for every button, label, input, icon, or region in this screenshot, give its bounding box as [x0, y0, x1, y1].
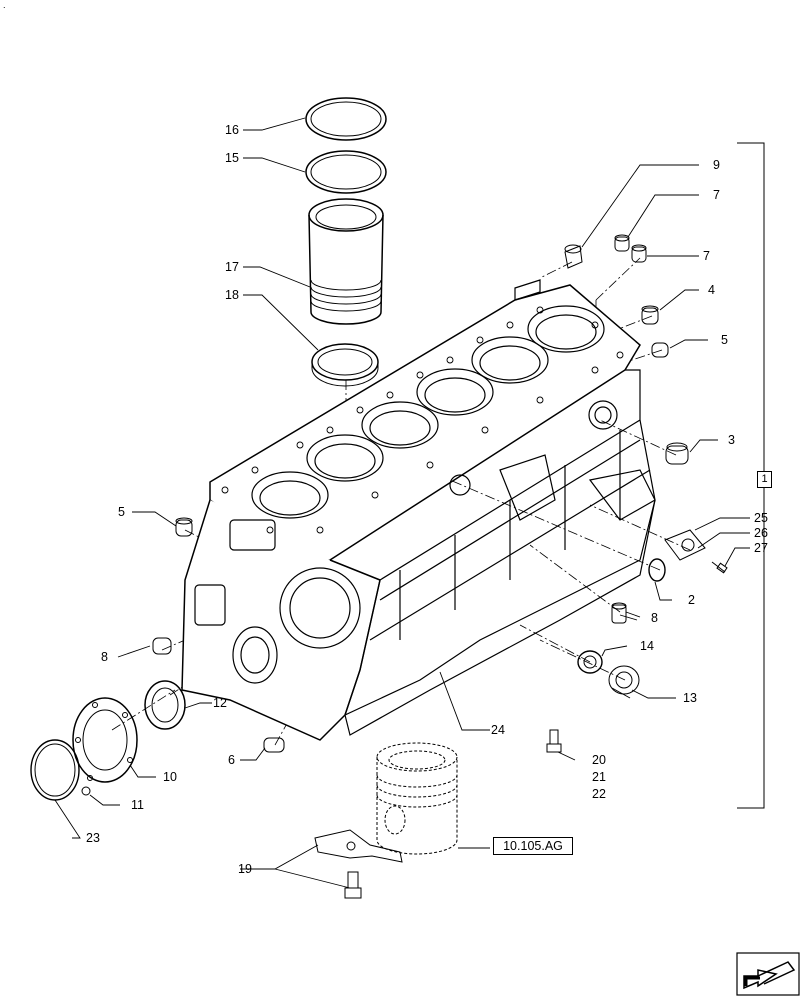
callout-16[interactable]: 16 [225, 123, 239, 137]
seal-ring-16 [305, 97, 387, 141]
callout-17[interactable]: 17 [225, 260, 239, 274]
callout-15[interactable]: 15 [225, 151, 239, 165]
oil-nozzle-19 [314, 829, 403, 899]
callout-21[interactable]: 21 [592, 770, 606, 784]
callout-5-right[interactable]: 5 [721, 333, 728, 347]
rear-cover-10 [72, 697, 138, 783]
plug-4 [641, 305, 659, 325]
seal-12 [144, 680, 186, 730]
plug-5-right [651, 342, 669, 358]
plug-7a [614, 234, 630, 252]
plug-9 [564, 244, 583, 269]
callout-5-left[interactable]: 5 [118, 505, 125, 519]
callout-8-right[interactable]: 8 [651, 611, 658, 625]
ring-14 [577, 650, 603, 674]
next-page-arrow-icon[interactable] [736, 952, 800, 996]
callout-12[interactable]: 12 [213, 696, 227, 710]
screw-11 [81, 786, 91, 796]
reference-link-10-105-ag[interactable]: 10.105.AG [493, 837, 573, 855]
callout-9[interactable]: 9 [713, 158, 720, 172]
callout-10[interactable]: 10 [163, 770, 177, 784]
group-bracket-label: 1 [757, 471, 772, 488]
callout-18[interactable]: 18 [225, 288, 239, 302]
bolt-20 [546, 729, 562, 753]
bush-8-right [611, 602, 627, 624]
corner-mark: . [3, 0, 6, 10]
plug-3 [665, 442, 689, 465]
callout-4[interactable]: 4 [708, 283, 715, 297]
callout-19[interactable]: 19 [238, 862, 252, 876]
callout-14[interactable]: 14 [640, 639, 654, 653]
callout-22[interactable]: 22 [592, 787, 606, 801]
piston-assembly-ref [376, 742, 458, 855]
callout-27[interactable]: 27 [754, 541, 768, 555]
callout-11[interactable]: 11 [131, 798, 144, 812]
o-ring-23 [30, 739, 80, 801]
callout-13[interactable]: 13 [683, 691, 697, 705]
bush-6 [263, 737, 285, 753]
bush-8-left [152, 637, 172, 655]
plug-13 [608, 665, 640, 699]
seal-2 [648, 558, 666, 582]
callout-20[interactable]: 20 [592, 753, 606, 767]
cover-plate-25 [664, 529, 706, 561]
engine-block-24 [181, 279, 656, 741]
cylinder-liner-17 [308, 198, 384, 325]
plug-7b [631, 244, 647, 263]
callout-26[interactable]: 26 [754, 526, 768, 540]
callout-7b[interactable]: 7 [703, 249, 710, 263]
callout-23[interactable]: 23 [86, 831, 100, 845]
callout-2[interactable]: 2 [688, 593, 695, 607]
callout-3[interactable]: 3 [728, 433, 735, 447]
seal-ring-15 [305, 150, 387, 194]
callout-7a[interactable]: 7 [713, 188, 720, 202]
screw-27 [711, 561, 728, 574]
callout-6[interactable]: 6 [228, 753, 235, 767]
callout-24[interactable]: 24 [491, 723, 505, 737]
callout-25[interactable]: 25 [754, 511, 768, 525]
group-bracket [737, 142, 765, 809]
plug-5-left [175, 517, 193, 537]
callout-8-left[interactable]: 8 [101, 650, 108, 664]
